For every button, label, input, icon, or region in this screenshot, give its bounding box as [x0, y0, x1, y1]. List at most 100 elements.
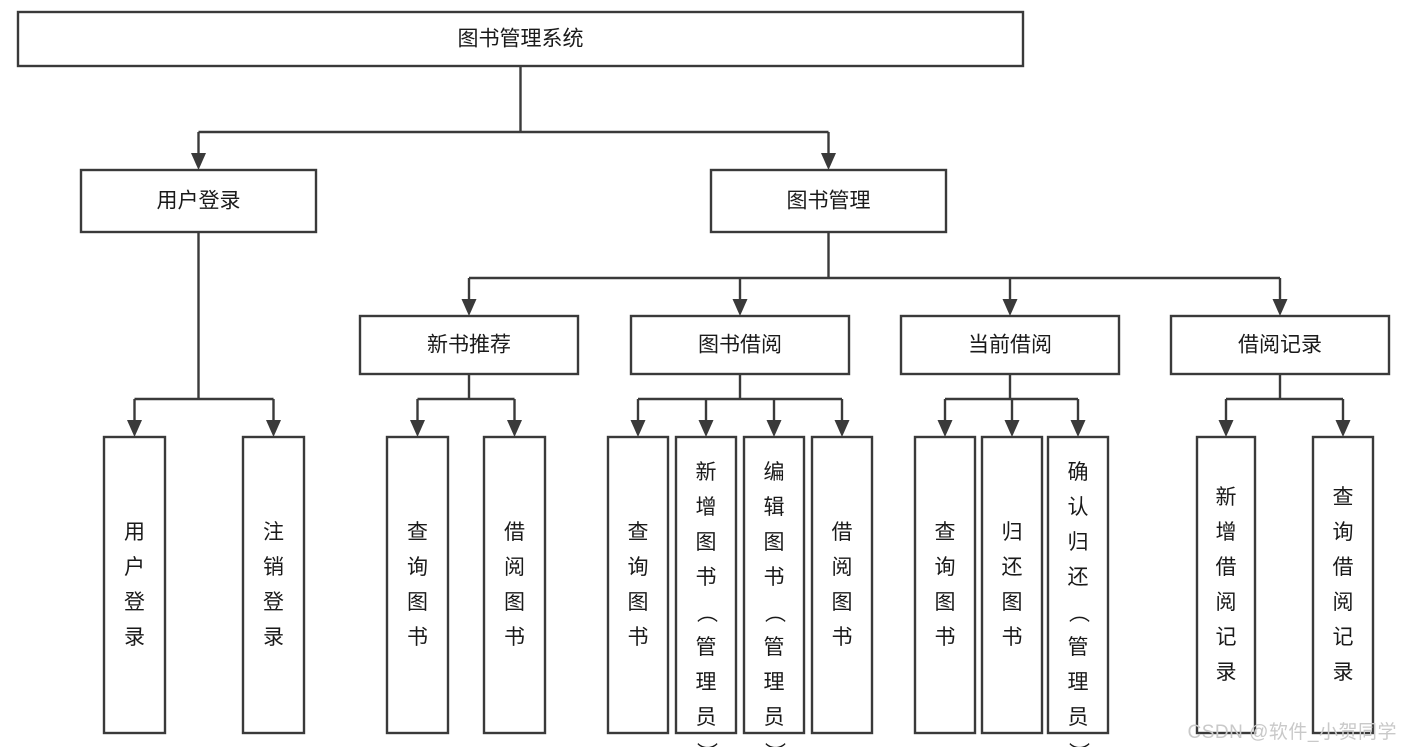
node-book-borrow[interactable]: 图书借阅	[629, 314, 851, 376]
node-label-leaf-edit-book-char-5: 管	[764, 636, 785, 659]
node-box-leaf-query-borrow-record	[1311, 435, 1375, 735]
node-label-leaf-confirm-return-char-6: 理	[1068, 671, 1089, 694]
edges-from-user-login	[127, 232, 281, 437]
node-user-login[interactable]: 用户登录	[79, 168, 318, 234]
node-label-leaf-query-book-recommend-char-0: 查	[407, 521, 428, 544]
node-label-leaf-edit-book-char-2: 图	[764, 531, 785, 554]
node-label-leaf-return-book-char-3: 书	[1002, 626, 1023, 649]
node-label-leaf-add-borrow-record-char-3: 阅	[1216, 591, 1237, 614]
node-label-leaf-edit-book-char-6: 理	[764, 671, 785, 694]
node-label-leaf-add-borrow-record-char-2: 借	[1216, 556, 1237, 579]
node-box-root	[16, 10, 1025, 68]
node-label-leaf-confirm-return-char-5: 管	[1068, 636, 1089, 659]
node-borrow-record[interactable]: 借阅记录	[1169, 314, 1391, 376]
node-label-leaf-add-book-char-0: 新	[696, 461, 717, 484]
node-box-leaf-user-login	[102, 435, 167, 735]
node-label-leaf-borrow-book-recommend-char-0: 借	[504, 521, 525, 544]
node-label-leaf-user-logout-char-2: 登	[263, 591, 284, 614]
node-box-leaf-add-book	[674, 435, 738, 735]
node-box-leaf-borrow-book	[810, 435, 874, 735]
node-label-leaf-edit-book-char-8: ）	[763, 742, 786, 747]
node-label-leaf-query-book-recommend-char-2: 图	[407, 591, 428, 614]
node-label-leaf-query-book-recommend-char-1: 询	[407, 556, 428, 579]
node-box-leaf-query-book-borrow	[606, 435, 670, 735]
node-label-leaf-borrow-book-recommend-char-1: 阅	[504, 556, 525, 579]
arrow-head	[1272, 299, 1288, 316]
arrow-head	[1070, 420, 1086, 437]
node-label-leaf-add-borrow-record-char-0: 新	[1216, 486, 1237, 509]
arrow-head	[461, 299, 477, 316]
node-label-leaf-query-borrow-record-char-3: 阅	[1333, 591, 1354, 614]
node-label-leaf-query-book-current-char-2: 图	[935, 591, 956, 614]
connector-layer	[127, 66, 1351, 437]
node-label-leaf-user-logout-char-1: 销	[263, 556, 284, 579]
node-label-leaf-query-book-current-char-0: 查	[935, 521, 956, 544]
node-box-leaf-add-borrow-record	[1195, 435, 1257, 735]
node-box-borrow-record	[1169, 314, 1391, 376]
node-root[interactable]: 图书管理系统	[16, 10, 1025, 68]
node-label-leaf-confirm-return-char-3: 还	[1068, 566, 1089, 589]
edges-from-new-book-recommend	[410, 374, 522, 437]
node-label-book-manage: 图书管理	[787, 190, 871, 213]
arrow-head	[698, 420, 714, 437]
node-label-leaf-user-login-char-0: 用	[124, 521, 145, 544]
node-leaf-user-login[interactable]: 用户登录	[102, 435, 167, 735]
arrow-head	[1004, 420, 1020, 437]
node-label-leaf-add-borrow-record-char-1: 增	[1216, 521, 1237, 544]
node-label-leaf-user-logout-char-3: 录	[263, 626, 284, 649]
node-label-leaf-borrow-book-char-1: 阅	[832, 556, 853, 579]
node-label-leaf-confirm-return-char-2: 归	[1068, 531, 1089, 554]
arrow-head	[821, 153, 836, 170]
node-label-leaf-query-book-borrow-char-1: 询	[628, 556, 649, 579]
node-label-leaf-user-login-char-2: 登	[124, 591, 145, 614]
node-label-leaf-query-book-borrow-char-2: 图	[628, 591, 649, 614]
edges-from-borrow-record	[1218, 374, 1351, 437]
node-new-book-recommend[interactable]: 新书推荐	[358, 314, 580, 376]
arrow-head	[1218, 420, 1234, 437]
node-label-leaf-query-book-current-char-3: 书	[935, 626, 956, 649]
node-label-leaf-add-book-char-5: 管	[696, 636, 717, 659]
node-label-leaf-user-login-char-1: 户	[124, 556, 145, 579]
arrow-head	[732, 299, 748, 316]
node-label-leaf-query-borrow-record-char-5: 录	[1333, 661, 1354, 684]
arrow-head	[1002, 299, 1018, 316]
node-label-leaf-user-logout-char-0: 注	[263, 521, 284, 544]
edges-from-book-manage	[461, 232, 1288, 316]
node-book-manage[interactable]: 图书管理	[709, 168, 948, 234]
node-label-leaf-borrow-book-char-0: 借	[832, 521, 853, 544]
node-label-leaf-borrow-book-char-3: 书	[832, 626, 853, 649]
node-label-leaf-confirm-return-char-0: 确	[1068, 461, 1089, 484]
node-label-leaf-borrow-book-recommend-char-3: 书	[504, 626, 525, 649]
edges-from-book-borrow	[630, 374, 850, 437]
node-label-borrow-record: 借阅记录	[1238, 334, 1322, 357]
node-label-user-login: 用户登录	[157, 190, 241, 213]
node-label-leaf-add-borrow-record-char-5: 录	[1216, 661, 1237, 684]
node-label-leaf-confirm-return-char-8: ）	[1067, 742, 1090, 747]
node-label-leaf-add-book-char-3: 书	[696, 566, 717, 589]
node-label-leaf-query-borrow-record-char-2: 借	[1333, 556, 1354, 579]
node-current-borrow[interactable]: 当前借阅	[899, 314, 1121, 376]
node-box-book-manage	[709, 168, 948, 234]
node-label-leaf-user-login-char-3: 录	[124, 626, 145, 649]
node-label-leaf-edit-book-char-3: 书	[764, 566, 785, 589]
node-box-new-book-recommend	[358, 314, 580, 376]
arrow-head	[1335, 420, 1351, 437]
node-label-leaf-add-borrow-record-char-4: 记	[1216, 626, 1237, 649]
node-box-leaf-query-book-current	[913, 435, 977, 735]
node-label-leaf-edit-book-char-7: 员	[764, 706, 785, 729]
arrow-head	[937, 420, 953, 437]
arrow-head	[834, 420, 850, 437]
node-label-leaf-confirm-return-char-1: 认	[1068, 496, 1089, 519]
